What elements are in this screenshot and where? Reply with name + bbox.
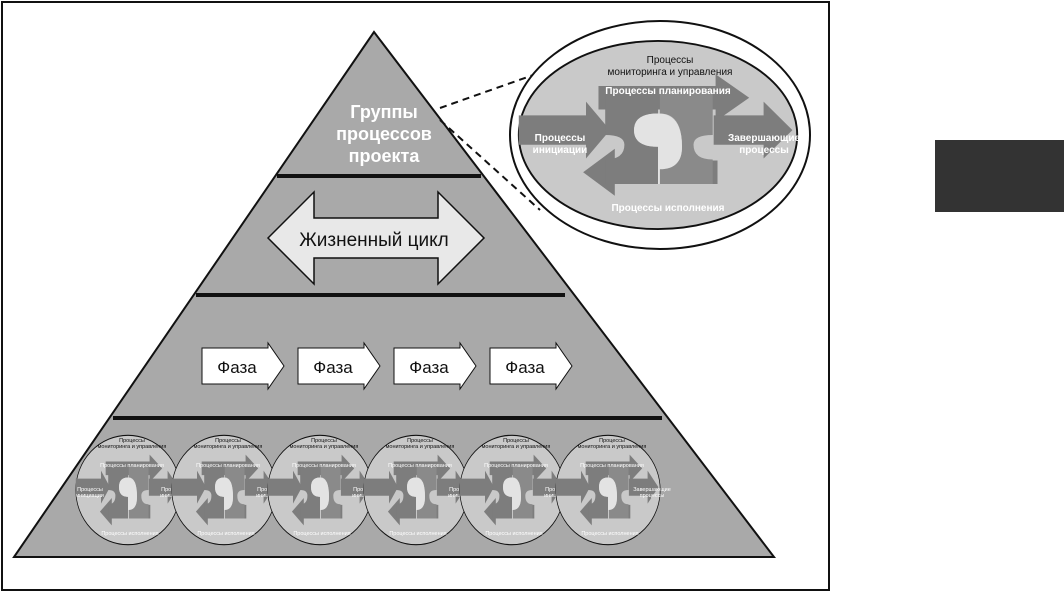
mini-planning-label: Процессы планирования — [484, 463, 548, 469]
monitoring-label-2: мониторинга и управления — [608, 67, 733, 78]
mini-monitoring-label-2: мониторинга и управления — [194, 444, 263, 450]
lifecycle-label: Жизненный цикл — [299, 230, 449, 251]
phase-label: Фаза — [313, 358, 353, 377]
mini-monitoring-label-1: Процессы — [599, 438, 625, 444]
phase-label: Фаза — [409, 358, 449, 377]
initiation-label-1: Процессы — [535, 133, 586, 144]
mini-planning-label: Процессы планирования — [196, 463, 260, 469]
phase-arrow-1: Фаза — [201, 342, 285, 390]
top-label-line-3: проекта — [349, 146, 421, 166]
closing-label-2: процессы — [739, 145, 789, 156]
mini-planning-label: Процессы планирования — [292, 463, 356, 469]
mini-execution-label: Процессы исполнения — [197, 531, 254, 537]
dark-block — [935, 140, 1064, 212]
phase-label: Фаза — [505, 358, 545, 377]
phase-label: Фаза — [217, 358, 257, 377]
initiation-label-2: инициации — [533, 145, 588, 156]
outer-frame — [1, 1, 830, 591]
lifecycle-arrow: Жизненный цикл — [266, 190, 486, 286]
mini-monitoring-label-1: Процессы — [215, 438, 241, 444]
mini-monitoring-label-1: Процессы — [119, 438, 145, 444]
mini-monitoring-label-1: Процессы — [311, 438, 337, 444]
pyramid-top-label: Группы процессов проекта — [336, 102, 432, 166]
top-label-line-1: Группы — [350, 102, 417, 122]
callout-line-lower — [439, 119, 541, 211]
mini-planning-label: Процессы планирования — [100, 463, 164, 469]
mini-execution-label: Процессы исполнения — [581, 531, 638, 537]
mini-execution-label: Процессы исполнения — [293, 531, 350, 537]
mini-execution-label: Процессы исполнения — [101, 531, 158, 537]
mini-monitoring-label-1: Процессы — [503, 438, 529, 444]
phase-arrow-3: Фаза — [393, 342, 477, 390]
mini-closing-label-1: Завершающие — [633, 487, 671, 493]
mini-execution-label: Процессы исполнения — [389, 531, 446, 537]
closing-label-1: Завершающие — [728, 133, 801, 144]
monitoring-label-1: Процессы — [647, 55, 694, 66]
mini-monitoring-label-1: Процессы — [407, 438, 433, 444]
mini-monitoring-label-2: мониторинга и управления — [578, 444, 647, 450]
mini-closing-label-2: процессы — [640, 493, 665, 499]
planning-label: Процессы планирования — [605, 86, 731, 97]
mini-monitoring-label-2: мониторинга и управления — [290, 444, 359, 450]
phase-arrow-2: Фаза — [297, 342, 381, 390]
top-label-line-2: процессов — [336, 124, 432, 144]
mini-initiation-label-2: инициации — [76, 493, 104, 499]
process-cycle-detail: Процессы мониторинга и управления Процес… — [509, 20, 811, 250]
mini-planning-label: Процессы планирования — [580, 463, 644, 469]
mini-planning-label: Процессы планирования — [388, 463, 452, 469]
mini-monitoring-label-2: мониторинга и управления — [98, 444, 167, 450]
execution-label: Процессы исполнения — [611, 203, 724, 214]
mini-initiation-label-1: Процессы — [77, 487, 103, 493]
mini-monitoring-label-2: мониторинга и управления — [386, 444, 455, 450]
mini-execution-label: Процессы исполнения — [485, 531, 542, 537]
phase-row: Фаза Фаза Фаза Фаза — [201, 342, 573, 390]
mini-monitoring-label-2: мониторинга и управления — [482, 444, 551, 450]
phase-arrow-4: Фаза — [489, 342, 573, 390]
